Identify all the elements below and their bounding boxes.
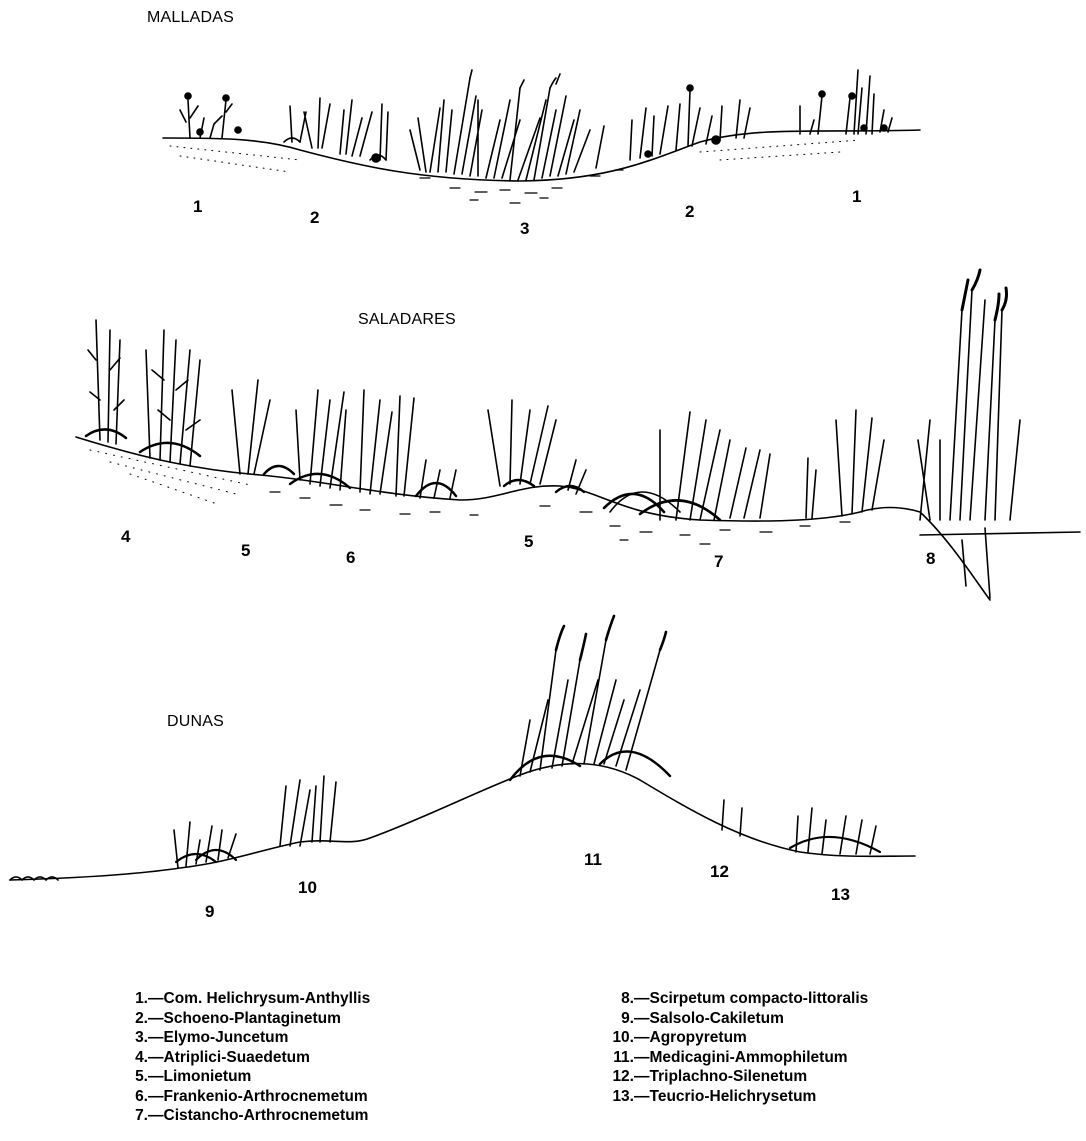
legend-item: 12.—Triplachno-Silenetum [612,1067,868,1087]
saladares-shrubs-zone7 [604,410,884,520]
legend-item: 8.—Scirpetum compacto-littoralis [612,989,868,1009]
legend-item: 6.—Frankenio-Arthrocnemetum [126,1087,370,1107]
zone-number: 5 [524,532,533,552]
zone-number: 6 [346,548,355,568]
zone-number: 1 [852,187,861,207]
malladas-plants-zone1-right [800,70,892,134]
zone-number: 13 [831,885,850,905]
zone-number: 12 [710,862,729,882]
legend-item: 2.—Schoeno-Plantaginetum [126,1009,370,1029]
legend-item: 10.—Agropyretum [612,1028,868,1048]
legend-item: 5.—Limonietum [126,1067,370,1087]
legend-left: 1.—Com. Helichrysum-Anthyllis 2.—Schoeno… [126,989,370,1126]
legend-item: 7.—Cistancho-Arthrocnemetum [126,1106,370,1126]
malladas-plants-zone2-right [630,85,750,160]
zone-number: 7 [714,552,723,572]
saladares-ground-line [76,437,990,600]
zone-number: 3 [520,219,529,239]
malladas-plants-zone1-left [180,93,241,138]
malladas-soil-dots [170,140,860,172]
malladas-plants-zone2-left [284,98,388,162]
zone-number: 9 [205,902,214,922]
vegetation-profile-drawing [0,0,1086,960]
legend-right: 8.—Scirpetum compacto-littoralis 9.—Sals… [612,989,868,1106]
malladas-plants-zone3-center [410,70,604,180]
saladares-reeds-zone8 [918,270,1020,520]
legend-item: 9.—Salsolo-Cakiletum [612,1009,868,1029]
dunas-plants-zone11 [510,616,670,780]
dunas-ground-line [10,764,915,880]
saladares-shrubs-zone5-center [488,400,586,494]
legend-item: 13.—Teucrio-Helichrysetum [612,1087,868,1107]
saladares-shrubs-zone4 [86,320,200,466]
dunas-plants-zone10 [280,776,336,846]
zone-number: 11 [584,850,602,870]
legend-item: 1.—Com. Helichrysum-Anthyllis [126,989,370,1009]
zone-number: 10 [298,878,317,898]
zone-number: 1 [193,197,202,217]
saladares-water-line [920,532,1080,535]
legend-item: 11.—Medicagini-Ammophiletum [612,1048,868,1068]
legend-item: 4.—Atriplici-Suaedetum [126,1048,370,1068]
zone-number: 2 [685,202,694,222]
dunas-plants-zone9 [174,822,236,868]
saladares-shrubs-zone5-6 [232,380,456,498]
zone-number: 8 [926,549,935,569]
zone-number: 2 [310,208,319,228]
zone-number: 5 [241,541,250,561]
legend-item: 3.—Elymo-Juncetum [126,1028,370,1048]
dunas-plants-zone13 [790,808,880,854]
zone-number: 4 [121,527,130,547]
